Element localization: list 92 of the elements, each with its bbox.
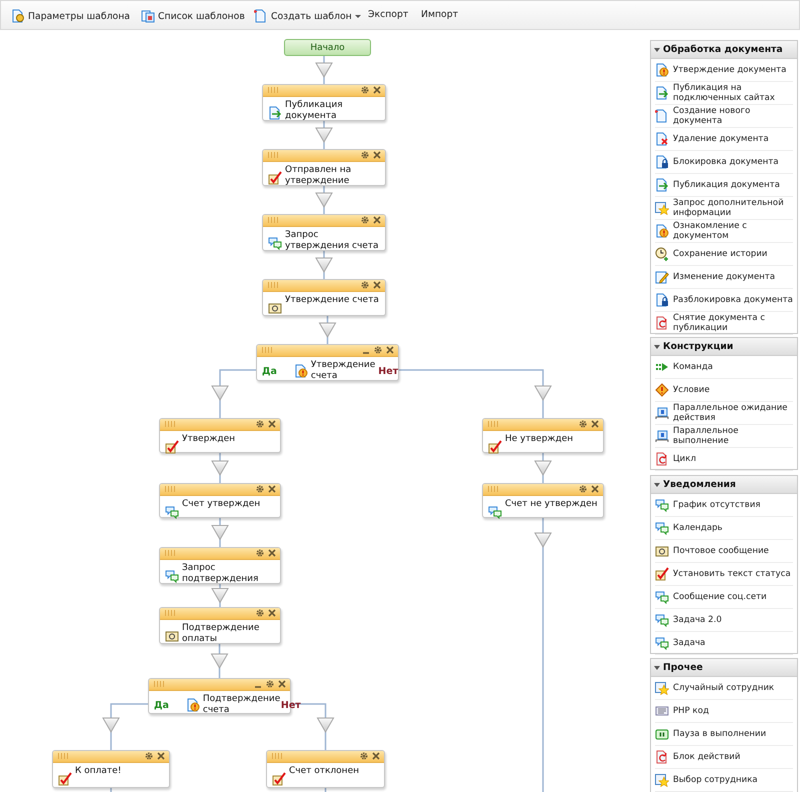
activity-block <box>159 607 281 644</box>
node-label: Счет отклонен <box>289 766 359 777</box>
list-item: Задача <box>673 638 706 648</box>
arrow <box>212 453 228 483</box>
list-item: График отсутствия <box>673 500 760 510</box>
list-item: Случайный сотрудник <box>673 683 774 693</box>
list-item: Параллельное ожидание действия <box>673 403 788 423</box>
list-item: Почтовое сообщение <box>673 546 769 556</box>
list-item: Утверждение документа <box>673 65 786 75</box>
list-item: Выбор сотрудника <box>673 775 758 785</box>
activity-block <box>262 214 386 251</box>
list-item: Удаление документа <box>673 134 769 144</box>
toolbox-panel <box>650 475 798 654</box>
arrow <box>212 518 228 547</box>
toolbox-panel <box>650 337 798 470</box>
node-label: Запрос утверждения счета <box>285 230 380 252</box>
toolbar-item: Параметры шаблона <box>28 10 130 22</box>
list-item: Параллельное выполнение <box>673 426 740 446</box>
arrow <box>212 369 256 418</box>
node-label: Публикация документа <box>285 100 344 122</box>
arrow <box>316 251 332 279</box>
arrow <box>316 56 332 84</box>
node-label: Подтверждение счета <box>202 694 278 716</box>
activity-block <box>159 483 281 518</box>
toolbar-item: Экспорт <box>368 9 408 20</box>
list-item: Изменение документа <box>673 272 776 282</box>
list-item: Запрос дополнительной информации <box>673 198 785 218</box>
list-item: Публикация документа <box>673 180 780 190</box>
activity-block <box>482 483 604 518</box>
list-item: Публикация на подключенных сайтах <box>673 83 776 103</box>
connector-line <box>324 788 326 792</box>
arrow <box>534 453 552 483</box>
list-item: Создание нового документа <box>673 106 752 126</box>
node-label: К оплате! <box>75 766 122 777</box>
branch-label: Да <box>262 366 277 376</box>
start-block <box>284 39 371 56</box>
list-item: Сохранение истории <box>673 249 768 259</box>
list-item: Ознакомление с документом <box>673 221 748 241</box>
branch-label: Да <box>154 700 169 710</box>
connector-line <box>110 788 112 792</box>
list-item: Блок действий <box>673 752 740 762</box>
activity-block <box>262 279 386 316</box>
list-item: Сообщение соц.сети <box>673 592 767 602</box>
list-item: Условие <box>673 385 710 395</box>
activity-block <box>52 750 170 788</box>
toolbox-panel <box>650 40 798 334</box>
branch-label: Нет <box>378 366 398 376</box>
node-label: Начало <box>310 42 345 52</box>
condition-block <box>256 344 399 381</box>
node-label: Счет не утвержден <box>505 499 598 510</box>
arrow <box>102 703 148 750</box>
arrow <box>316 186 332 214</box>
toolbar-item: Создать шаблон <box>271 10 352 22</box>
node-label: Утверждение счета <box>285 295 379 306</box>
list-item: Установить текст статуса <box>673 569 791 579</box>
node-label: Счет утвержден <box>182 499 260 510</box>
activity-block <box>159 418 281 453</box>
list-item: Снятие документа с публикации <box>673 313 766 333</box>
node-label: Подтверждение оплаты <box>182 623 260 645</box>
toolbox-panel <box>650 658 798 792</box>
list-item: Блокировка документа <box>673 157 779 167</box>
node-label: Не утвержден <box>505 434 574 445</box>
arrow <box>399 369 552 418</box>
arrow <box>316 121 332 149</box>
list-item: PHP код <box>673 706 709 716</box>
panel-title: Конструкции <box>663 341 734 352</box>
arrow <box>534 518 552 792</box>
node-label: Утверждение счета <box>310 360 376 382</box>
node-label: Отправлен на утверждение <box>285 165 352 187</box>
branch-label: Нет <box>280 700 301 710</box>
activity-block <box>262 149 386 186</box>
arrow <box>212 584 228 607</box>
list-item: Пауза в выполнении <box>673 729 766 739</box>
list-item: Команда <box>673 362 713 372</box>
node-label: Запрос подтверждения <box>182 563 260 585</box>
list-item: Разблокировка документа <box>673 295 793 305</box>
activity-block <box>482 418 604 453</box>
toolbar-item: Импорт <box>421 9 458 20</box>
activity-block <box>262 84 386 121</box>
panel-title: Уведомления <box>663 479 736 490</box>
arrow <box>291 703 334 750</box>
list-item: Задача 2.0 <box>673 615 722 625</box>
list-item: Цикл <box>673 454 696 464</box>
activity-block <box>266 750 385 788</box>
panel-title: Обработка документа <box>663 44 783 55</box>
list-item: Календарь <box>673 523 722 533</box>
activity-block <box>159 547 281 584</box>
panel-title: Прочее <box>663 662 703 673</box>
arrow <box>319 316 336 344</box>
arrow <box>211 644 228 678</box>
toolbar-item: Список шаблонов <box>158 10 245 22</box>
node-label: Утвержден <box>182 434 236 445</box>
